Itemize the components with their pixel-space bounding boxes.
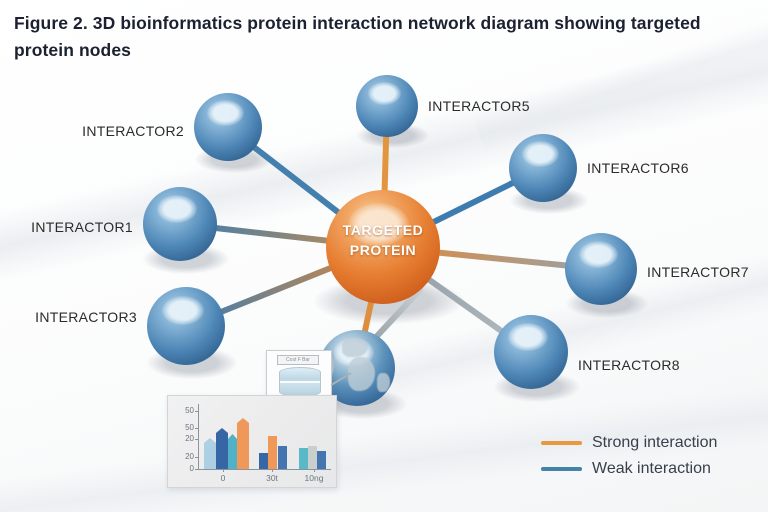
chart-y-axis bbox=[198, 404, 199, 469]
node-label-interactor6: INTERACTOR6 bbox=[587, 160, 689, 176]
chart-x-tick-label: 0 bbox=[220, 473, 226, 483]
legend: Strong interaction Weak interaction bbox=[541, 430, 717, 482]
database-cylinder-icon bbox=[279, 367, 321, 397]
node-label-interactor8: INTERACTOR8 bbox=[578, 357, 680, 373]
node-label-interactor2: INTERACTOR2 bbox=[82, 123, 184, 139]
node-interactor7 bbox=[565, 233, 637, 305]
chart-bar bbox=[237, 418, 249, 469]
chart-y-tick-label: 50 bbox=[185, 423, 194, 432]
node-interactor6 bbox=[509, 134, 577, 202]
chart-x-tick-label: 30t bbox=[266, 473, 278, 483]
node-interactor5 bbox=[356, 75, 418, 137]
legend-item-weak: Weak interaction bbox=[541, 456, 717, 482]
chart-bar bbox=[317, 451, 326, 469]
chart-y-tick-label: 20 bbox=[185, 452, 194, 461]
chart-bar bbox=[278, 446, 287, 469]
chart-x-tick-label: 10ng bbox=[304, 473, 324, 483]
chart-bar bbox=[268, 436, 277, 469]
figure-title: Figure 2. 3D bioinformatics protein inte… bbox=[14, 13, 701, 60]
continent-shape bbox=[341, 337, 368, 358]
chart-x-tick bbox=[314, 469, 315, 472]
chart-y-tick bbox=[195, 439, 198, 440]
continent-shape bbox=[376, 372, 390, 393]
node-interactor3 bbox=[147, 287, 225, 365]
chart-y-tick-label: 0 bbox=[189, 464, 194, 473]
chart-x-axis bbox=[198, 469, 331, 470]
chart-bar bbox=[259, 453, 268, 469]
chart-bar bbox=[308, 446, 317, 469]
chart-x-tick bbox=[223, 469, 224, 472]
chart-bar bbox=[228, 434, 237, 469]
strong-interaction-line-icon bbox=[541, 441, 582, 445]
mini-bar-chart: 50 50 20 20 0 0 30t 10ng bbox=[167, 395, 337, 488]
chart-bar bbox=[299, 448, 308, 469]
legend-label-weak: Weak interaction bbox=[592, 460, 711, 477]
legend-item-strong: Strong interaction bbox=[541, 430, 717, 456]
chart-y-tick-label: 20 bbox=[185, 434, 194, 443]
chart-y-tick bbox=[195, 457, 198, 458]
node-interactor8 bbox=[494, 315, 568, 389]
node-label-interactor5: INTERACTOR5 bbox=[428, 98, 530, 114]
chart-bar bbox=[204, 438, 216, 469]
chart-x-tick bbox=[272, 469, 273, 472]
weak-interaction-line-icon bbox=[541, 467, 582, 471]
node-interactor1 bbox=[143, 187, 217, 261]
continent-shape bbox=[347, 357, 376, 391]
chart-bar bbox=[216, 428, 228, 469]
chart-y-tick bbox=[195, 428, 198, 429]
chart-y-tick bbox=[195, 411, 198, 412]
chart-y-tick-label: 50 bbox=[185, 406, 194, 415]
node-label-interactor1: INTERACTOR1 bbox=[31, 219, 133, 235]
panel-top-label: Cost F Bar bbox=[277, 355, 319, 365]
node-label-interactor7: INTERACTOR7 bbox=[647, 264, 749, 280]
legend-label-strong: Strong interaction bbox=[592, 434, 718, 451]
chart-y-tick bbox=[195, 469, 198, 470]
node-label-interactor3: INTERACTOR3 bbox=[35, 309, 137, 325]
node-interactor2 bbox=[194, 93, 262, 161]
